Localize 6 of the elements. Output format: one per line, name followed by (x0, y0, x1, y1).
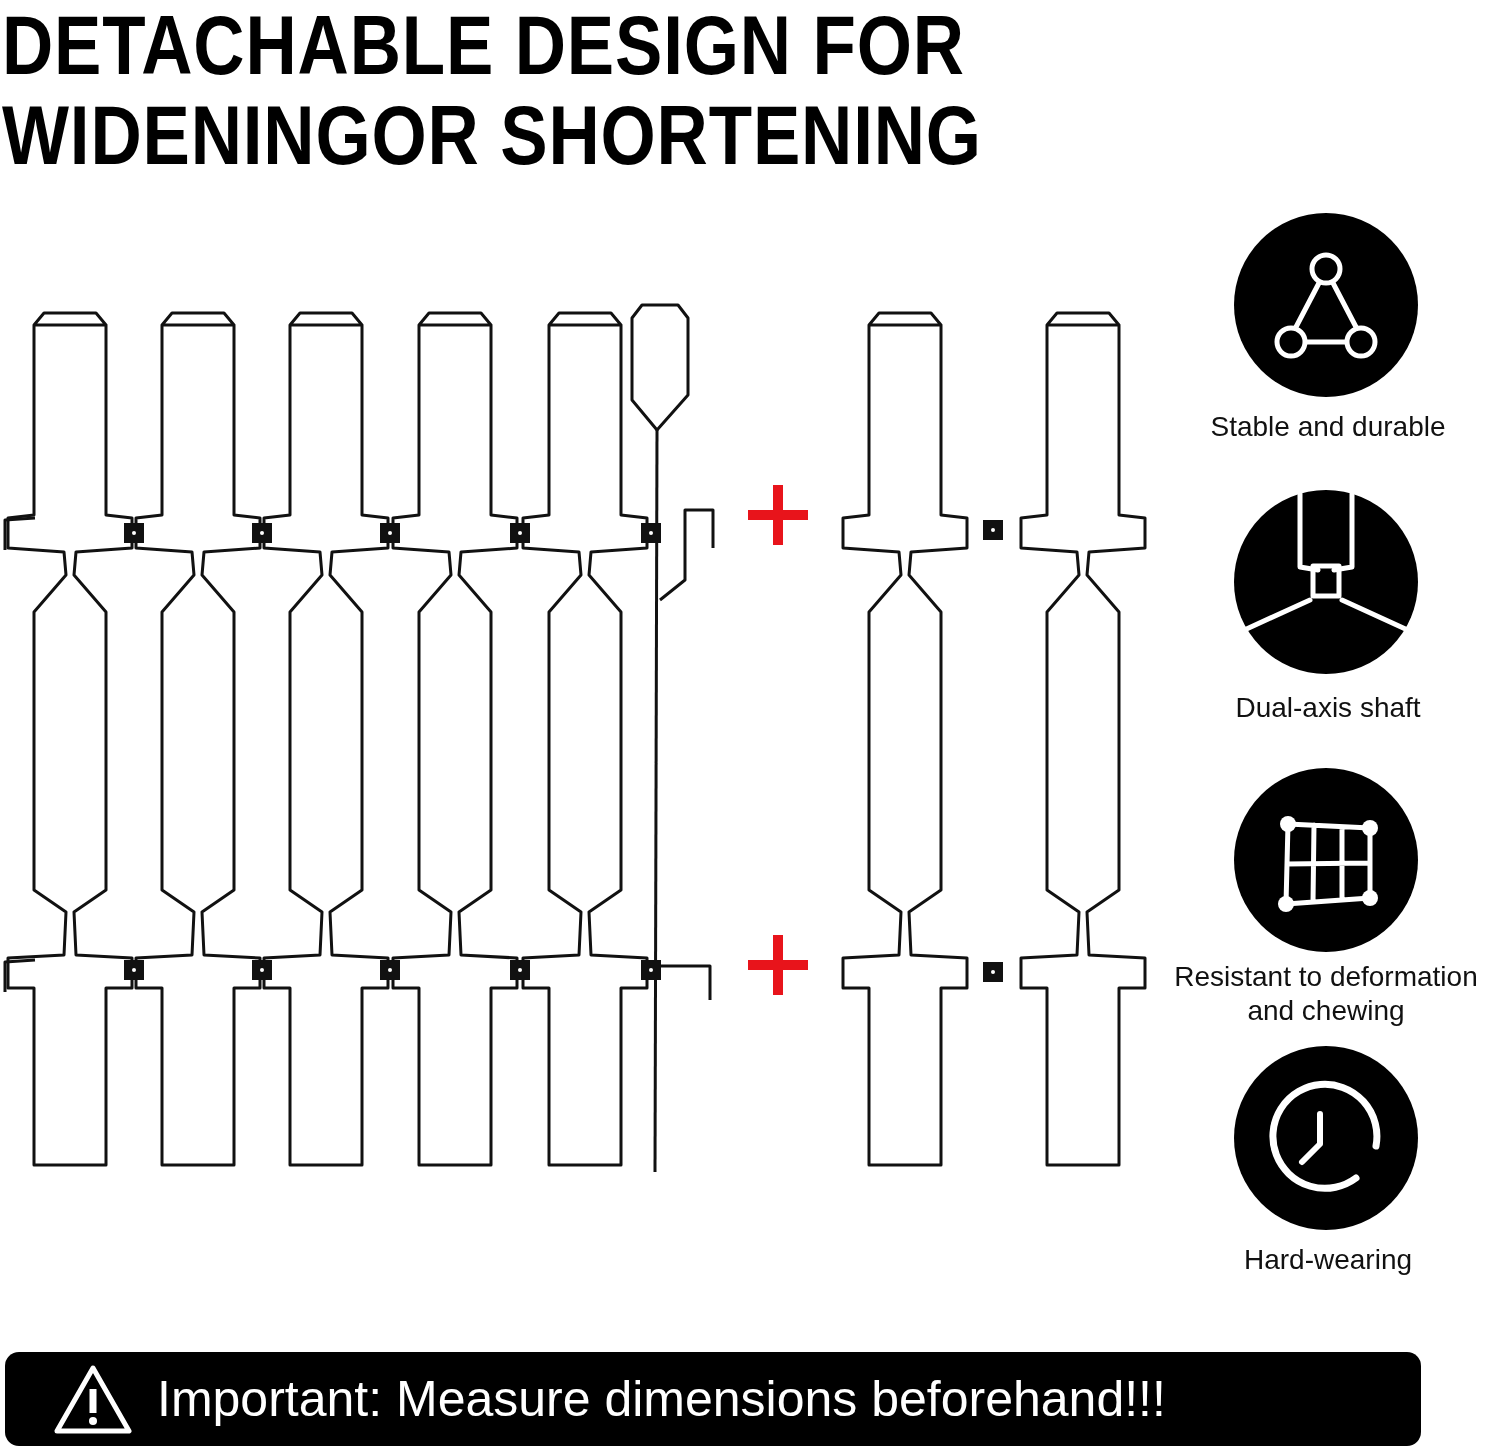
feature-caption: Resistant to deformation and chewing (1173, 960, 1479, 1028)
feature-caption: Dual-axis shaft (1234, 691, 1422, 725)
feature-caption: Hard-wearing (1242, 1243, 1414, 1277)
feature-caption: Stable and durable (1209, 410, 1447, 444)
page-title: DETACHABLE DESIGN FOR WIDENINGOR SHORTENING (2, 0, 983, 180)
notice-text: Important: Measure dimensions beforehand!!! (157, 1370, 1166, 1428)
